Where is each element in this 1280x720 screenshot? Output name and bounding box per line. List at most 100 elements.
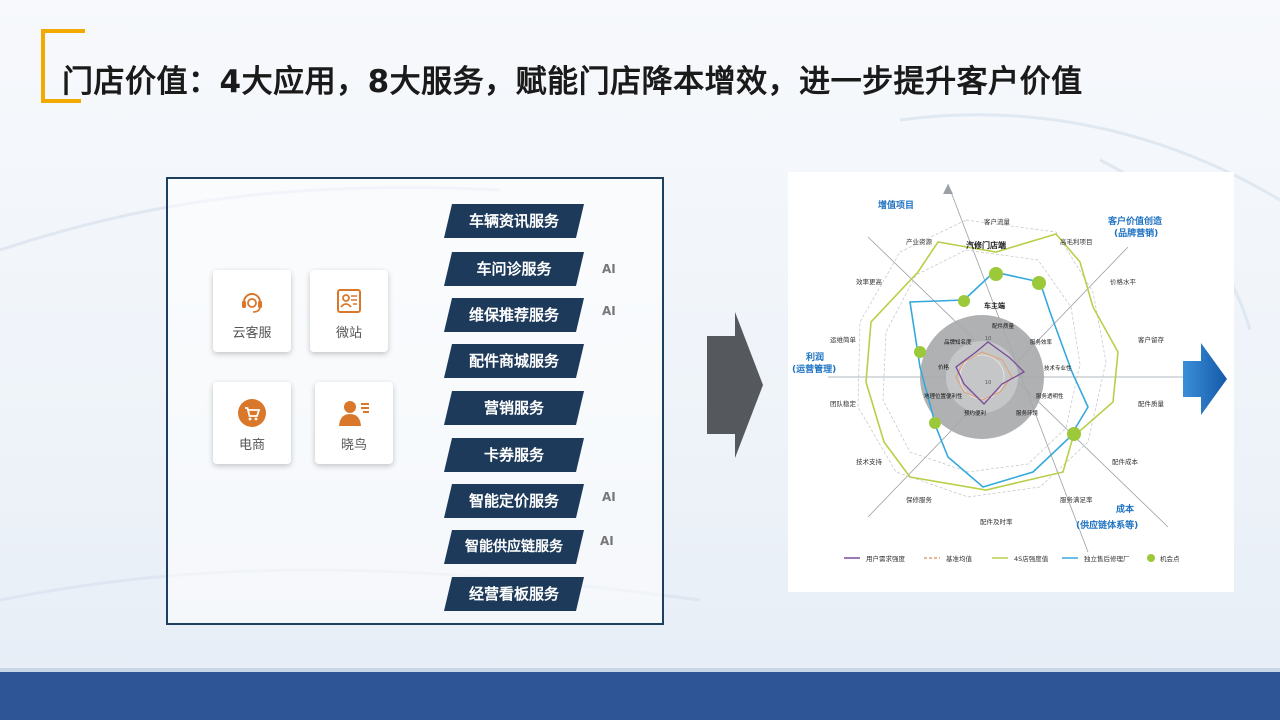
- ai-badge: AI: [602, 490, 616, 504]
- service-maintenance-recommend[interactable]: 维保推荐服务: [444, 298, 584, 332]
- service-label: 卡券服务: [483, 446, 544, 464]
- axis-label: 技术支持: [856, 457, 883, 466]
- service-car-diagnosis[interactable]: 车问诊服务: [444, 252, 584, 286]
- id-card-icon: [310, 286, 388, 314]
- inner-axis-label: 配件质量: [992, 322, 1015, 330]
- service-smart-supply-chain[interactable]: 智能供应链服务: [444, 530, 584, 564]
- series-4s-line: [865, 233, 1119, 491]
- radar-chart: 增值项目 客户价值创造 (品牌营销) 利润 (运营管理) 成本 (供应链体系等)…: [792, 183, 1183, 563]
- app-label: 晓鸟: [340, 438, 367, 453]
- opportunity-point: [914, 346, 926, 358]
- legend-label: 4S店强度值: [1014, 554, 1049, 563]
- next-arrow-icon: [1183, 343, 1227, 415]
- legend-label: 基准均值: [946, 554, 973, 563]
- service-banner-shape: [444, 344, 584, 378]
- service-coupons[interactable]: 卡券服务: [444, 438, 584, 472]
- inner-axis-label: 价格: [938, 363, 950, 371]
- app-card-cloud-service[interactable]: 云客服: [213, 270, 291, 352]
- quadrant-profit-sub: (运营管理): [792, 363, 836, 375]
- service-vehicle-info[interactable]: 车辆资讯服务: [444, 204, 584, 238]
- radar-ring: [857, 219, 1107, 498]
- app-card-micro-site[interactable]: 微站: [310, 270, 388, 352]
- app-label: 微站: [335, 326, 362, 341]
- service-label: 配件商城服务: [468, 352, 559, 370]
- ring-label-owner: 车主端: [984, 301, 1005, 310]
- axis-label: 团队稳定: [830, 399, 857, 408]
- service-banner-shape: [444, 252, 584, 286]
- service-smart-pricing[interactable]: 智能定价服务: [444, 484, 584, 518]
- axis-arrowhead: [943, 184, 953, 194]
- axis-label: 配件质量: [1138, 399, 1165, 408]
- axis-label: 服务满足率: [1060, 495, 1093, 504]
- opportunity-point: [989, 267, 1003, 281]
- inner-axis-label: 地理位置便利性: [924, 392, 963, 400]
- axis-label: 高毛利项目: [1060, 237, 1093, 246]
- flow-arrow-icon: [707, 312, 763, 458]
- radar-ring: [882, 249, 1081, 473]
- title-bracket-icon: [41, 29, 85, 103]
- axis-label: 运维简单: [830, 335, 857, 344]
- ai-badge: AI: [600, 534, 614, 548]
- service-label: 经营看板服务: [468, 585, 559, 603]
- service-label: 维保推荐服务: [468, 306, 559, 324]
- radar-chart-panel: 增值项目 客户价值创造 (品牌营销) 利润 (运营管理) 成本 (供应链体系等)…: [788, 172, 1234, 592]
- service-label: 智能定价服务: [468, 492, 559, 510]
- service-label: 营销服务: [483, 399, 544, 417]
- app-label: 电商: [238, 438, 265, 453]
- app-label: 云客服: [232, 326, 272, 341]
- cart-icon: [213, 398, 291, 427]
- axis-label: 产业资源: [906, 237, 933, 246]
- inner-axis-label: 服务效率: [1030, 338, 1053, 346]
- user-card-icon: [315, 398, 393, 426]
- axis-label: 价格水平: [1110, 277, 1137, 286]
- axis-label: 配件及时率: [980, 517, 1013, 526]
- service-banner-shape: [444, 484, 584, 518]
- quadrant-customer-value-sub: (品牌营销): [1114, 227, 1158, 239]
- scale-tick: 10: [985, 380, 991, 386]
- quadrant-customer-value: 客户价值创造: [1107, 215, 1163, 227]
- legend-label: 机会点: [1160, 554, 1180, 563]
- ring-label-store: 汽修门店端: [966, 240, 1006, 250]
- opportunity-point: [958, 295, 970, 307]
- page-title: 门店价值：4大应用，8大服务，赋能门店降本增效，进一步提升客户价值: [62, 64, 1083, 100]
- opportunity-point: [1067, 427, 1081, 441]
- service-banner-shape: [444, 204, 584, 238]
- ai-badge: AI: [602, 262, 616, 276]
- inner-axis-label: 品牌知名度: [944, 338, 972, 346]
- quadrant-value-added: 增值项目: [878, 199, 914, 211]
- opportunity-point: [1032, 276, 1046, 290]
- legend-label: 用户需求强度: [866, 554, 906, 563]
- quadrant-cost-sub: (供应链体系等): [1076, 519, 1138, 531]
- scale-tick: 10: [985, 336, 991, 342]
- axis-label: 客户留存: [1138, 335, 1165, 344]
- axis-label: 配件成本: [1112, 457, 1139, 466]
- axis-label: 保修服务: [906, 495, 933, 504]
- inner-axis-label: 技术专业性: [1044, 364, 1072, 372]
- service-parts-mall[interactable]: 配件商城服务: [444, 344, 584, 378]
- service-label: 智能供应链服务: [465, 539, 563, 555]
- inner-axis-label: 服务透明性: [1036, 392, 1064, 400]
- app-card-xiaoniao[interactable]: 晓鸟: [315, 382, 393, 464]
- service-label: 车辆资讯服务: [468, 212, 559, 230]
- legend-label: 独立售后修理厂: [1084, 554, 1130, 563]
- service-banner-shape: [444, 577, 584, 611]
- headset-icon: [213, 286, 291, 314]
- service-banner-shape: [444, 438, 584, 472]
- quadrant-cost: 成本: [1116, 503, 1135, 515]
- service-banner-shape: [444, 530, 584, 564]
- app-card-ecommerce[interactable]: 电商: [213, 382, 291, 464]
- series-base-mean-line: [955, 351, 1013, 401]
- quadrant-profit: 利润: [805, 351, 824, 363]
- series-user-demand-line: [955, 341, 1026, 405]
- service-banner-shape: [444, 391, 584, 425]
- axis-label: 效率更高: [856, 277, 883, 286]
- inner-axis-label: 服务环境: [1016, 409, 1039, 417]
- footer-band: [0, 672, 1280, 720]
- ai-badge: AI: [602, 304, 616, 318]
- axis-label: 客户流量: [984, 217, 1011, 226]
- inner-axis-label: 预约便利: [964, 409, 986, 417]
- service-business-dashboard[interactable]: 经营看板服务: [444, 577, 584, 611]
- service-label: 车问诊服务: [476, 260, 552, 278]
- legend-swatch-opportunity: [1147, 554, 1155, 562]
- service-marketing[interactable]: 营销服务: [444, 391, 584, 425]
